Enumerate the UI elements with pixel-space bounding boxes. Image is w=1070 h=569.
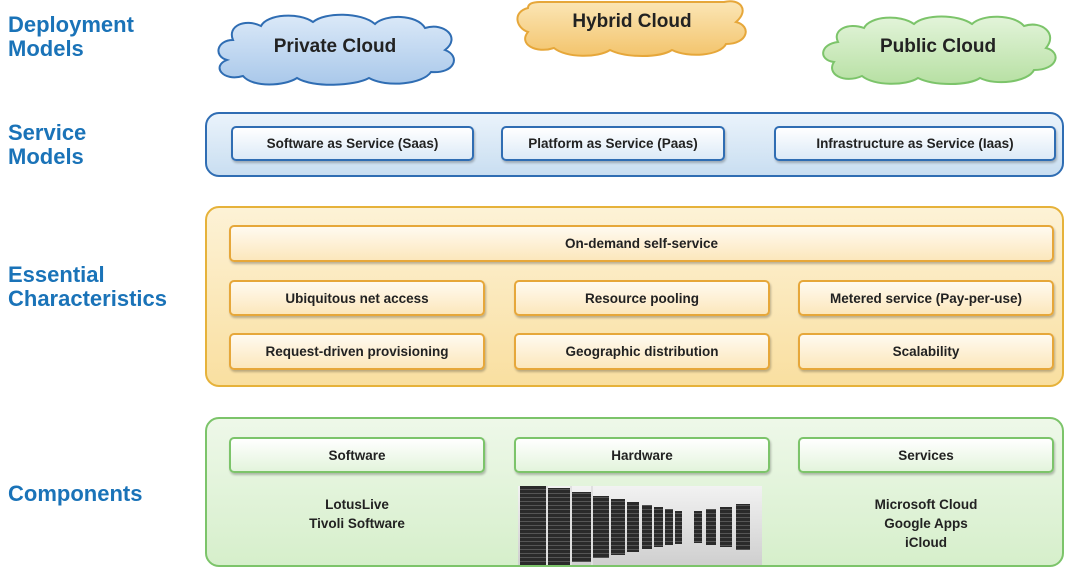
essential-characteristics-panel: On-demand self-service Ubiquitous net ac… — [205, 206, 1064, 387]
public-cloud-label: Public Cloud — [879, 36, 997, 57]
services-item: Microsoft Cloud — [874, 497, 978, 512]
services-item: iCloud — [905, 535, 947, 550]
hybrid-cloud: Hybrid Cloud — [510, 0, 754, 58]
label-line: Models — [8, 36, 84, 61]
characteristic-metered-service: Metered service (Pay-per-use) — [798, 280, 1054, 316]
software-items: LotusLive Tivoli Software — [229, 495, 485, 533]
private-cloud: Private Cloud — [205, 10, 465, 88]
label-line: Models — [8, 144, 84, 169]
hybrid-cloud-label: Hybrid Cloud — [572, 11, 692, 32]
characteristic-on-demand: On-demand self-service — [229, 225, 1054, 262]
service-model-saas: Software as Service (Saas) — [231, 126, 474, 161]
characteristic-geographic: Geographic distribution — [514, 333, 770, 370]
deployment-models-label: Deployment Models — [8, 13, 134, 61]
component-software-header: Software — [229, 437, 485, 473]
software-item: LotusLive — [325, 497, 389, 512]
public-cloud: Public Cloud — [812, 12, 1064, 86]
services-items: Microsoft Cloud Google Apps iCloud — [798, 495, 1054, 552]
service-models-label: Service Models — [8, 121, 86, 169]
label-line: Deployment — [8, 12, 134, 37]
label-line: Components — [8, 481, 143, 506]
service-model-paas: Platform as Service (Paas) — [501, 126, 725, 161]
components-label: Components — [8, 482, 142, 506]
software-item: Tivoli Software — [309, 516, 405, 531]
server-racks-image — [518, 486, 762, 565]
essential-characteristics-label: Essential Characteristics — [8, 263, 167, 311]
label-line: Service — [8, 120, 87, 145]
component-services-header: Services — [798, 437, 1054, 473]
characteristic-resource-pooling: Resource pooling — [514, 280, 770, 316]
server-racks-icon — [518, 486, 762, 565]
characteristic-ubiquitous-access: Ubiquitous net access — [229, 280, 485, 316]
label-line: Characteristics — [8, 286, 167, 311]
service-model-iaas: Infrastructure as Service (Iaas) — [774, 126, 1056, 161]
cloud-shape-icon — [822, 15, 1057, 85]
cloud-shape-icon — [516, 0, 747, 57]
private-cloud-label: Private Cloud — [273, 36, 397, 57]
services-item: Google Apps — [884, 516, 968, 531]
component-hardware-header: Hardware — [514, 437, 770, 473]
service-models-panel: Software as Service (Saas) Platform as S… — [205, 112, 1064, 177]
characteristic-request-driven: Request-driven provisioning — [229, 333, 485, 370]
cloud-shape-icon — [217, 13, 455, 86]
characteristic-scalability: Scalability — [798, 333, 1054, 370]
label-line: Essential — [8, 262, 105, 287]
